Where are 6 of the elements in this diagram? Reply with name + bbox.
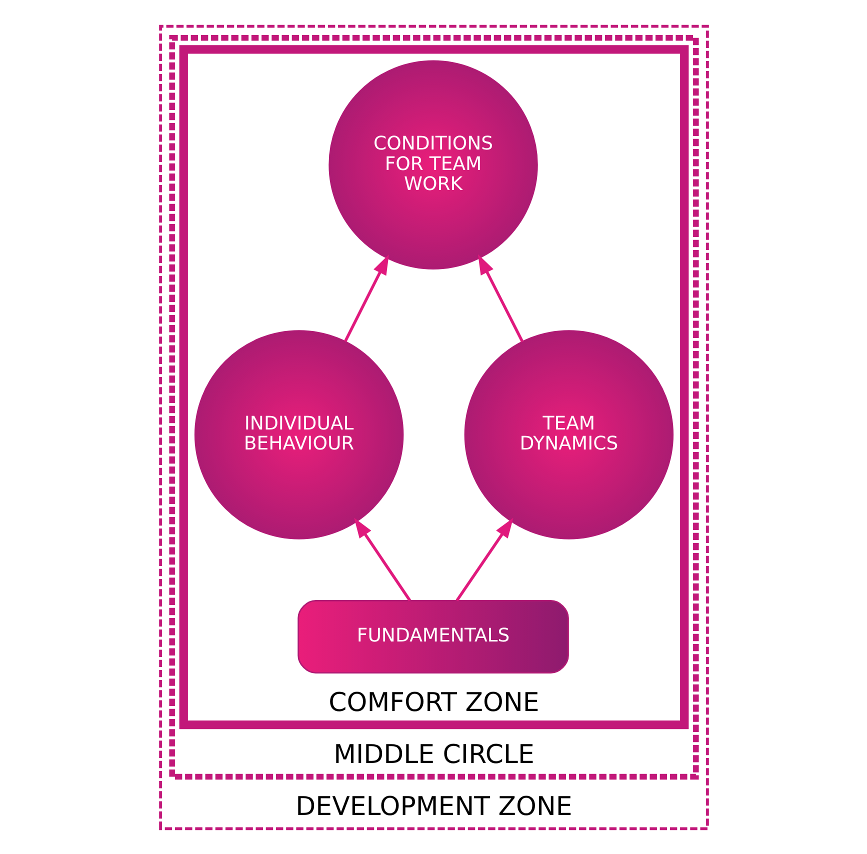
arrow	[455, 517, 513, 601]
arrow	[354, 517, 411, 601]
node-circle: CONDITIONS FOR TEAM WORK	[328, 60, 538, 269]
node-box: FUNDAMENTALS	[297, 599, 568, 674]
arrow	[477, 254, 524, 342]
arrow	[343, 254, 388, 342]
